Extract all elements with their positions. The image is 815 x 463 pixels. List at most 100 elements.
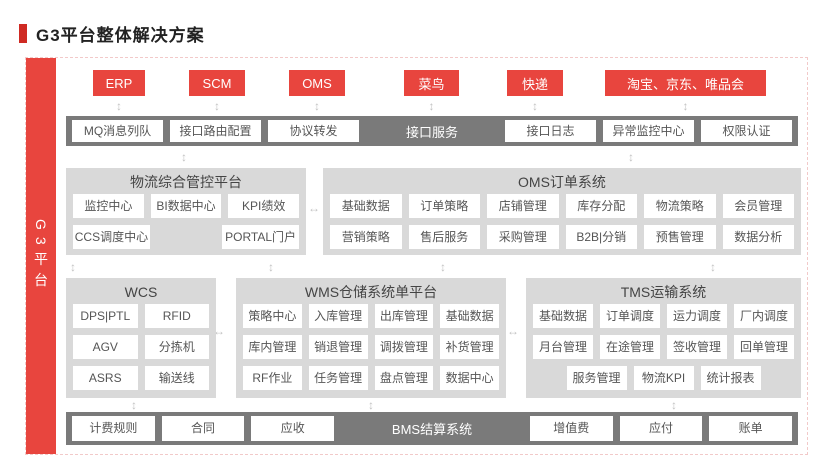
interface-item-log: 接口日志: [504, 120, 596, 142]
interface-item-auth: 权限认证: [700, 120, 792, 142]
module-cell: 出库管理: [374, 304, 434, 328]
bms-item-payable: 应付: [619, 416, 703, 441]
module-cell: 物流策略: [644, 194, 716, 218]
module-cell: 库存分配: [565, 194, 637, 218]
module-cell: 售后服务: [408, 225, 480, 249]
vertical-flow-arrow-icon: ↕: [628, 150, 634, 164]
horizontal-flow-arrow-icon: ↔: [507, 324, 519, 338]
vertical-flow-arrow-icon: ↕: [710, 260, 716, 274]
bms-bar-label: BMS结算系统: [391, 422, 473, 437]
section-title: 物流综合管控平台: [130, 174, 242, 190]
bms-settlement-bar: 计费规则 合同 应收 BMS结算系统 增值费 应付 账单: [66, 412, 798, 445]
module-cell: 基础数据: [440, 304, 499, 328]
module-cell: 统计报表: [700, 366, 761, 390]
module-cell: 库内管理: [243, 335, 302, 359]
vertical-flow-arrow-icon: ↕: [532, 99, 538, 113]
vertical-flow-arrow-icon: ↕: [131, 398, 137, 412]
interface-item-protocol: 协议转发: [268, 120, 359, 142]
page-title: G3平台整体解决方案: [36, 26, 205, 45]
vertical-flow-arrow-icon: ↕: [116, 99, 122, 113]
module-cell: 采购管理: [487, 225, 559, 249]
module-cell: RF作业: [243, 366, 302, 390]
bms-item-value-added-fee: 增值费: [529, 416, 613, 441]
module-cell: 监控中心: [73, 194, 144, 218]
system-node-express: 快递: [507, 70, 563, 96]
horizontal-flow-arrow-icon: ↔: [213, 324, 225, 338]
system-node-erp: ERP: [93, 70, 145, 96]
section-wcs: WCS DPS|PTL RFID AGV 分拣机 ASRS 输送线: [66, 278, 216, 398]
module-cell: 基础数据: [533, 304, 593, 328]
section-title: WCS: [124, 284, 158, 300]
title-accent-bar: [19, 24, 27, 43]
system-column-cainiao: 菜鸟 ↕: [404, 70, 459, 113]
module-cell: 签收管理: [667, 335, 727, 359]
module-cell: 销退管理: [308, 335, 368, 359]
vertical-flow-arrow-icon: ↕: [440, 260, 446, 274]
system-node-oms: OMS: [289, 70, 345, 96]
bms-item-billing-rules: 计费规则: [72, 416, 155, 441]
system-column-express: 快递 ↕: [507, 70, 563, 113]
vertical-flow-arrow-icon: ↕: [214, 99, 220, 113]
interface-item-routing: 接口路由配置: [170, 120, 261, 142]
module-cell: KPI绩效: [228, 194, 300, 218]
module-cell: B2B|分销: [565, 225, 637, 249]
module-cell: 数据分析: [722, 225, 794, 249]
interface-item-monitor: 异常监控中心: [602, 120, 694, 142]
module-cell: 厂内调度: [734, 304, 794, 328]
system-node-marketplaces: 淘宝、京东、唯品会: [605, 70, 766, 96]
module-cell: 分拣机: [144, 335, 209, 359]
interface-service-bar: MQ消息列队 接口路由配置 协议转发 接口服务 接口日志 异常监控中心 权限认证: [66, 116, 798, 146]
module-cell: 任务管理: [308, 366, 368, 390]
section-control-platform: 物流综合管控平台 监控中心 BI数据中心 KPI绩效 CCS调度中心 PORTA…: [66, 168, 306, 255]
section-wms: WMS仓储系统单平台 策略中心 入库管理 出库管理 基础数据 库内管理 销退管理…: [236, 278, 506, 398]
g3-platform-label: G3平台: [33, 218, 49, 294]
section-title: TMS运输系统: [620, 284, 707, 300]
solution-architecture-diagram: G3平台 ERP ↕ SCM ↕ OMS ↕ 菜鸟 ↕ 快递 ↕: [25, 57, 808, 455]
diagram-canvas: ERP ↕ SCM ↕ OMS ↕ 菜鸟 ↕ 快递 ↕ 淘宝、京东、唯品会 ↕: [56, 58, 807, 454]
section-title: WMS仓储系统单平台: [304, 284, 438, 300]
module-cell: 预售管理: [644, 225, 716, 249]
bms-item-contract: 合同: [161, 416, 245, 441]
vertical-flow-arrow-icon: ↕: [428, 99, 435, 113]
vertical-flow-arrow-icon: ↕: [671, 398, 677, 412]
module-cell: BI数据中心: [150, 194, 222, 218]
module-cell: PORTAL门户: [222, 225, 299, 249]
page-header: G3平台整体解决方案: [19, 21, 205, 46]
system-column-oms: OMS ↕: [289, 70, 345, 113]
module-cell: 在途管理: [600, 335, 660, 359]
module-cell: ASRS: [73, 366, 138, 390]
system-column-erp: ERP ↕: [93, 70, 145, 113]
module-cell: 回单管理: [734, 335, 794, 359]
vertical-flow-arrow-icon: ↕: [268, 260, 274, 274]
bms-item-receivable: 应收: [251, 416, 335, 441]
module-cell: 调拨管理: [374, 335, 434, 359]
module-cell: 输送线: [144, 366, 209, 390]
module-cell: 店铺管理: [487, 194, 559, 218]
module-cell: 营销策略: [330, 225, 402, 249]
module-cell: 运力调度: [667, 304, 727, 328]
system-node-cainiao: 菜鸟: [404, 70, 459, 96]
module-cell: AGV: [73, 335, 138, 359]
vertical-flow-arrow-icon: ↕: [314, 99, 320, 113]
module-cell: 会员管理: [722, 194, 794, 218]
g3-platform-sidebar: G3平台: [26, 58, 56, 454]
module-cell: 物流KPI: [633, 366, 694, 390]
module-cell: CCS调度中心: [73, 225, 150, 249]
section-oms: OMS订单系统 基础数据 订单策略 店铺管理 库存分配 物流策略 会员管理 营销…: [323, 168, 801, 255]
system-column-marketplaces: 淘宝、京东、唯品会 ↕: [605, 70, 766, 113]
external-systems-row: ERP ↕ SCM ↕ OMS ↕ 菜鸟 ↕ 快递 ↕ 淘宝、京东、唯品会 ↕: [56, 70, 807, 116]
module-cell: 数据中心: [440, 366, 499, 390]
section-title: OMS订单系统: [518, 174, 606, 190]
vertical-flow-arrow-icon: ↕: [368, 398, 374, 412]
vertical-flow-arrow-icon: ↕: [70, 260, 76, 274]
module-cell: 订单调度: [600, 304, 660, 328]
bms-item-bill: 账单: [709, 416, 793, 441]
module-cell: 月台管理: [533, 335, 593, 359]
module-cell: 补货管理: [440, 335, 499, 359]
module-cell: RFID: [144, 304, 209, 328]
horizontal-flow-arrow-icon: ↔: [308, 201, 320, 215]
module-cell: 服务管理: [566, 366, 627, 390]
module-cell: 订单策略: [408, 194, 480, 218]
interface-bar-label: 接口服务: [405, 124, 458, 140]
vertical-flow-arrow-icon: ↕: [181, 150, 187, 164]
